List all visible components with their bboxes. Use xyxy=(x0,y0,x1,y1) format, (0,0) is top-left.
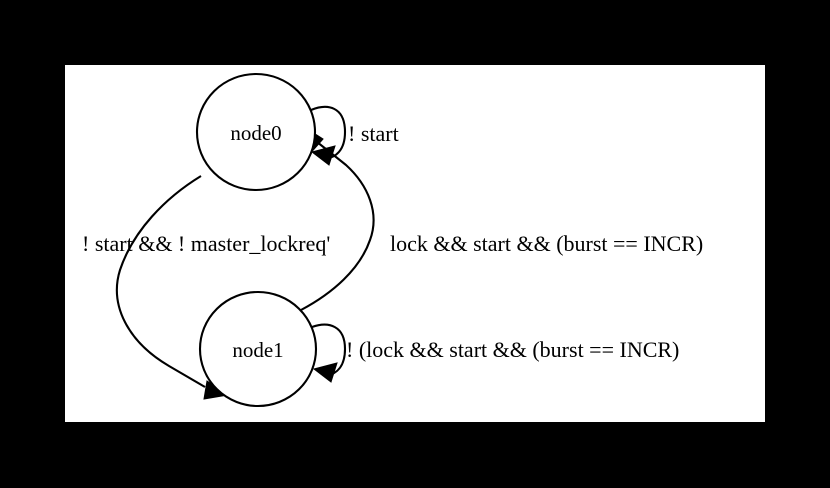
edge-node1-self-label: ! (lock && start && (burst == INCR) xyxy=(346,337,679,362)
edge-node0-to-node1[interactable]: ! start && ! master_lockreq' xyxy=(82,175,330,400)
edge-node1-self-path xyxy=(311,323,347,378)
node-node0[interactable]: node0 xyxy=(195,72,317,192)
edge-node1-self-loop[interactable]: ! (lock && start && (burst == INCR) xyxy=(311,323,679,383)
node0-label: node0 xyxy=(230,121,281,145)
node1-shape xyxy=(198,290,318,408)
edge-node0-self-path xyxy=(310,105,347,161)
edge-node1-self-arrowhead xyxy=(312,362,338,383)
edge-node0-node1-path xyxy=(115,175,206,388)
edge-node0-self-label: ! start xyxy=(348,121,399,146)
node1-label: node1 xyxy=(232,338,283,362)
state-machine-graph: ! start && ! master_lockreq' lock && sta… xyxy=(82,72,703,408)
edge-node0-node1-label: ! start && ! master_lockreq' xyxy=(82,231,330,256)
node-node1[interactable]: node1 xyxy=(198,290,318,408)
edge-node0-self-arrowhead xyxy=(310,145,336,166)
edge-node1-node0-label: lock && start && (burst == INCR) xyxy=(390,231,703,256)
diagram-canvas: ! start && ! master_lockreq' lock && sta… xyxy=(65,65,765,422)
edge-node1-node0-path xyxy=(300,141,375,311)
node0-shape xyxy=(195,72,317,192)
edge-node0-self-loop[interactable]: ! start xyxy=(310,105,399,166)
edge-node1-to-node0[interactable]: lock && start && (burst == INCR) xyxy=(300,131,703,311)
